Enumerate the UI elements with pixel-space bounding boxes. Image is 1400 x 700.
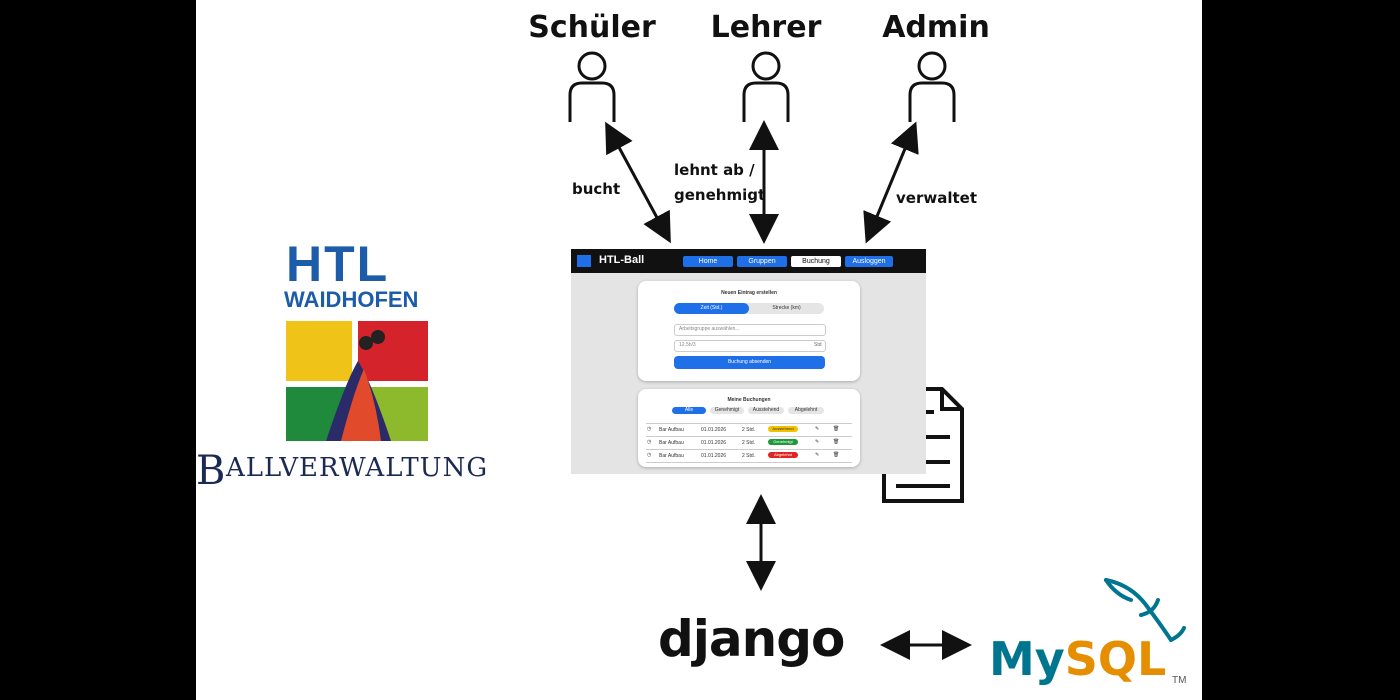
value-input-placeholder: 12.5h/3 [679,342,696,348]
django-label: django [658,610,845,668]
arrow-schueler-app [605,121,671,244]
actor-label-schueler: Schüler [528,10,656,45]
edge-label-verwaltet: verwaltet [896,189,977,207]
app-brand: HTL-Ball [599,254,645,266]
booking-task: Bar Aufbau [659,453,684,459]
actor-label-admin: Admin [882,10,990,45]
row-divider [646,449,852,450]
actor-label-lehrer: Lehrer [710,10,822,45]
app-navbar: HTL-Ball Home Gruppen Buchung Ausloggen [571,249,926,273]
clock-icon: ◷ [647,452,652,458]
user-icon [742,51,790,122]
row-divider [646,436,852,437]
user-icon [568,51,616,122]
filter-genehmigt[interactable]: Genehmigt [710,407,744,414]
nav-buchung[interactable]: Buchung [791,256,841,267]
nav-ausloggen[interactable]: Ausloggen [845,256,893,267]
nav-gruppen[interactable]: Gruppen [737,256,787,267]
mysql-label: MySQL [989,632,1166,686]
nav-home[interactable]: Home [683,256,733,267]
toggle-strecke[interactable]: Strecke (km) [772,305,801,311]
toggle-zeit[interactable]: Zeit (Std.) [674,303,749,314]
filter-abgelehnt[interactable]: Abgelehnt [788,407,824,414]
app-screenshot: HTL-Ball Home Gruppen Buchung Ausloggen … [571,249,926,474]
booking-task: Bar Aufbau [659,440,684,446]
logo-waidhofen: WAIDHOFEN [284,287,419,312]
delete-icon[interactable]: 🗑 [833,439,840,445]
delete-icon[interactable]: 🗑 [833,452,840,458]
booking-date: 01.01.2026 [701,440,727,446]
bookings-title: Meine Buchungen [727,397,771,403]
edge-label-bucht: bucht [572,180,621,198]
edit-icon[interactable]: ✎ [815,426,820,432]
submit-booking-button[interactable]: Buchung absenden [674,356,825,369]
mysql-tm: TM [1172,675,1187,686]
edit-icon[interactable]: ✎ [815,439,820,445]
clock-icon: ◷ [647,439,652,445]
filter-alle[interactable]: Alle [672,407,706,414]
dolphin-icon [1104,578,1186,642]
row-divider [646,423,852,424]
group-select[interactable] [674,324,826,336]
booking-date: 01.01.2026 [701,427,727,433]
app-logo-icon [577,255,591,267]
diagram-canvas: Schüler Lehrer Admin bucht lehnt ab / ge… [196,0,1202,700]
edit-icon[interactable]: ✎ [815,452,820,458]
mysql-my: My [989,632,1065,686]
value-input[interactable] [674,340,826,352]
new-entry-title: Neuen Eintrag erstellen [721,290,777,296]
status-badge: Abgelehnt [768,452,798,458]
delete-icon[interactable]: 🗑 [833,426,840,432]
logo-b: B [196,448,227,494]
dancer-graphic [286,321,428,441]
booking-task: Bar Aufbau [659,427,684,433]
my-bookings-card: Meine Buchungen Alle Genehmigt Ausstehen… [638,389,860,467]
mysql-sql: SQL [1064,632,1167,686]
booking-hours: 2 Std. [742,453,756,459]
value-unit: Std [814,342,822,348]
clock-icon: ◷ [647,426,652,432]
filter-ausstehend[interactable]: Ausstehend [748,407,784,414]
booking-date: 01.01.2026 [701,453,727,459]
status-badge: Ausstehend [768,426,798,432]
row-divider [646,462,852,463]
booking-hours: 2 Std. [742,440,756,446]
new-entry-card: Neuen Eintrag erstellen Zeit (Std.) Stre… [638,281,860,381]
logo-htl: HTL [286,236,390,292]
mode-toggle [674,303,824,314]
user-icon [908,51,956,122]
booking-hours: 2 Std. [742,427,756,433]
logo-ballverwaltung: ALLVERWALTUNG [226,453,489,483]
status-badge: Genehmigt [768,439,798,445]
arrow-admin-app [863,121,919,244]
edge-label-lehnt-ab: lehnt ab / [674,161,755,179]
htl-ballverwaltung-logo: HTL WAIDHOFEN B ALLVERWALTUNG [196,235,526,495]
group-select-placeholder: Arbeitsgruppe auswählen... [679,326,740,332]
edge-label-genehmigt: genehmigt [674,186,766,204]
